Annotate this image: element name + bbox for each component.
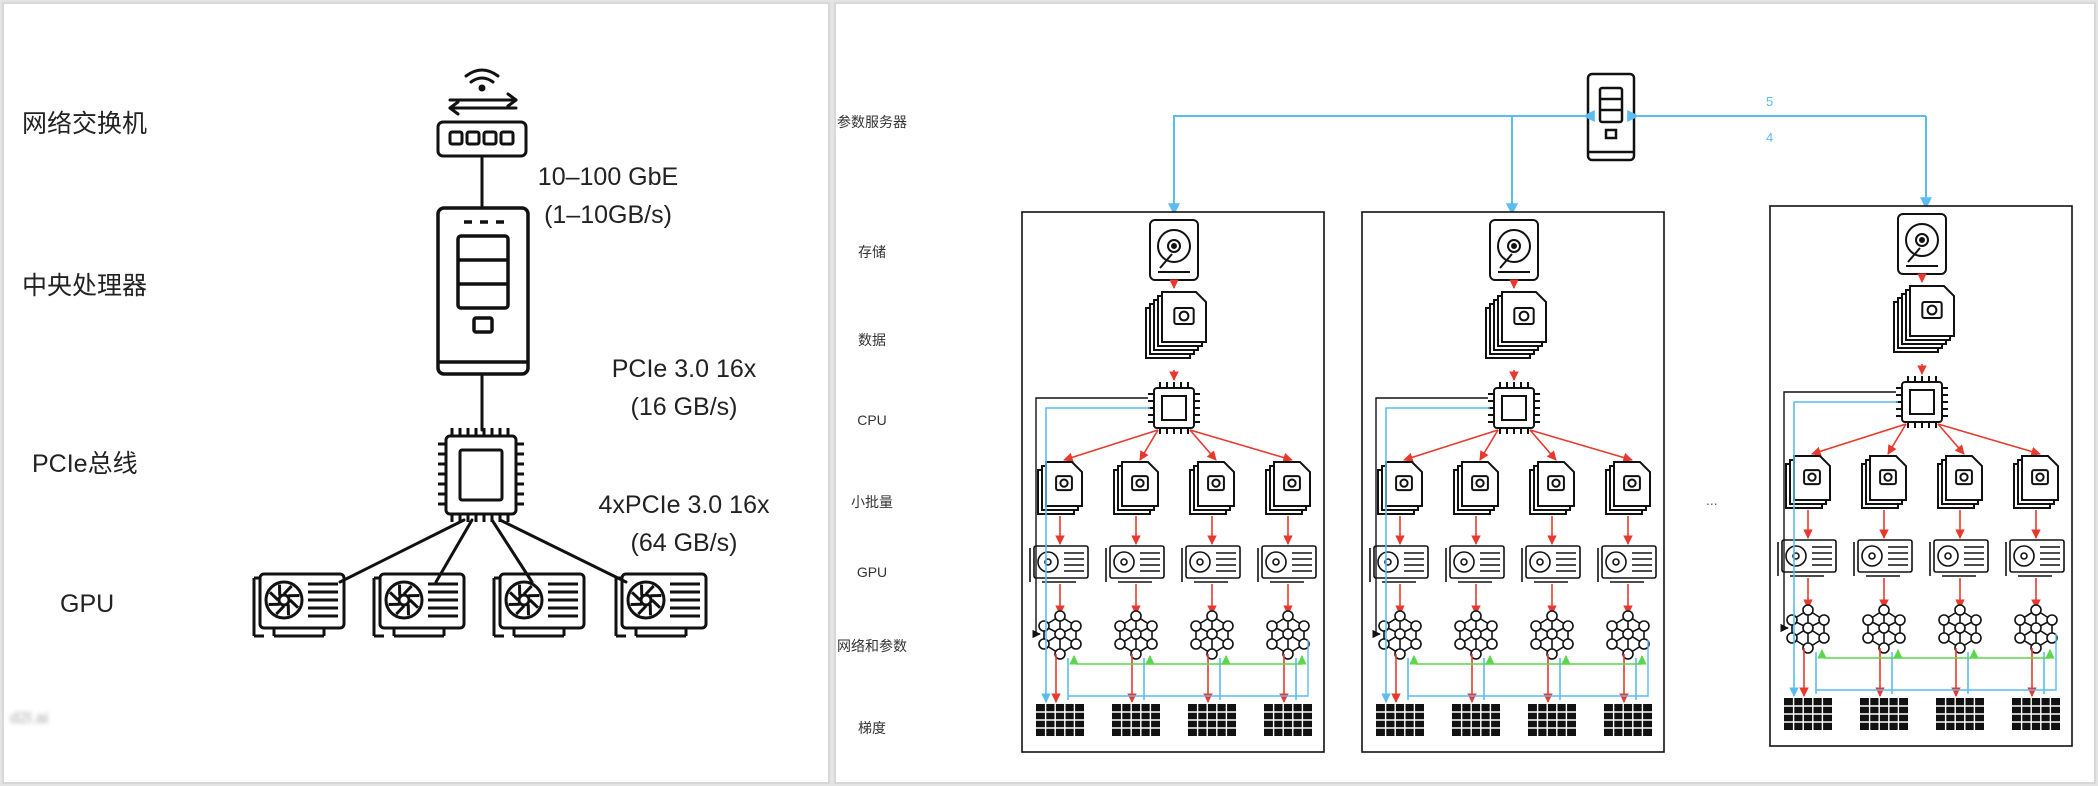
gpu-card-icon (1445, 545, 1505, 583)
neural-network-icon (1530, 610, 1574, 660)
spec-gpu-line1: 4xPCIe 3.0 16x (598, 491, 770, 519)
gradient-grid-icon (1188, 704, 1236, 736)
server-tower-icon (436, 206, 530, 376)
cpu-chip-icon (1488, 382, 1540, 434)
gradient-grid-icon (1604, 704, 1652, 736)
neural-network-icon (1606, 610, 1650, 660)
image-document-stack-icon (1605, 461, 1651, 515)
image-document-stack-icon (1377, 461, 1423, 515)
gpu-card-icon (1257, 545, 1317, 583)
row-label-gradient: 梯度 (858, 720, 886, 736)
image-document-stack-icon (1893, 285, 1955, 353)
worker-node (1021, 211, 1325, 753)
gpu-card-icon (492, 572, 586, 638)
image-document-stack-icon (1485, 291, 1547, 359)
gradient-grid-icon (1936, 698, 1984, 730)
worker-node (1769, 205, 2073, 747)
right-distributed-diagram (1021, 72, 2073, 753)
right-distributed-panel: 参数服务器 存储 数据 CPU 小批量 GPU 网络和参数 梯度 ... 5 4… (834, 2, 2096, 784)
neural-network-icon (1862, 604, 1906, 654)
gpu-card-icon (1929, 539, 1989, 577)
cpu-chip-icon (438, 428, 524, 522)
gpu-card-icon (1777, 539, 1837, 577)
row-label-data: 数据 (858, 332, 886, 348)
image-document-stack-icon (2013, 455, 2059, 509)
gradient-grid-icon (1528, 704, 1576, 736)
gpu-card-icon (1181, 545, 1241, 583)
cpu-chip-icon (1148, 382, 1200, 434)
cpu-chip-icon (1896, 376, 1948, 428)
image-document-stack-icon (1937, 455, 1983, 509)
image-document-stack-icon (1037, 461, 1083, 515)
spec-gpu-line2: (64 GB/s) (630, 529, 738, 557)
ellipsis: ... (1706, 492, 1718, 508)
spec-pcie-line1: PCIe 3.0 16x (611, 355, 757, 383)
gpu-card-icon (1369, 545, 1429, 583)
image-document-stack-icon (1861, 455, 1907, 509)
neural-network-icon (1266, 610, 1310, 660)
hard-disk-icon (1149, 219, 1199, 281)
gradient-grid-icon (1784, 698, 1832, 730)
neural-network-icon (2014, 604, 2058, 654)
left-hardware-panel: 网络交换机 中央处理器 PCIe总线 GPU 10–100 GbE (1–10G… (2, 2, 830, 784)
gpu-card-icon (1853, 539, 1913, 577)
left-hardware-diagram (252, 68, 708, 638)
image-document-stack-icon (1529, 461, 1575, 515)
gpu-card-icon (1105, 545, 1165, 583)
server-tower-icon (1586, 72, 1636, 162)
image-document-stack-icon (1453, 461, 1499, 515)
neural-network-icon (1454, 610, 1498, 660)
worker-node (1361, 211, 1665, 753)
gpu-card-icon (372, 572, 466, 638)
gradient-grid-icon (1376, 704, 1424, 736)
neural-network-icon (1190, 610, 1234, 660)
image-document-stack-icon (1145, 291, 1207, 359)
neural-network-icon (1114, 610, 1158, 660)
gradient-grid-icon (1036, 704, 1084, 736)
row-label-storage: 存储 (858, 244, 886, 260)
image-document-stack-icon (1265, 461, 1311, 515)
row-label-gpu: GPU (856, 564, 888, 580)
label-network-switch: 网络交换机 (22, 110, 148, 138)
label-cpu: 中央处理器 (22, 272, 148, 300)
gpu-card-icon (1521, 545, 1581, 583)
label-gpu: GPU (60, 590, 115, 618)
image-document-stack-icon (1189, 461, 1235, 515)
image-document-stack-icon (1113, 461, 1159, 515)
image-document-stack-icon (1785, 455, 1831, 509)
gpu-card-icon (1029, 545, 1089, 583)
row-label-minibatch: 小批量 (851, 494, 893, 510)
gradient-grid-icon (1264, 704, 1312, 736)
gpu-card-icon (1597, 545, 1657, 583)
spec-pcie-line2: (16 GB/s) (630, 393, 738, 421)
gpu-card-icon (2005, 539, 2065, 577)
gradient-grid-icon (1860, 698, 1908, 730)
row-label-cpu: CPU (857, 412, 887, 428)
label-pcie-bus: PCIe总线 (32, 450, 138, 478)
neural-network-icon (1786, 604, 1830, 654)
spec-network-line2: (1–10GB/s) (544, 201, 672, 229)
neural-network-icon (1938, 604, 1982, 654)
gpu-card-icon (252, 572, 346, 638)
gradient-grid-icon (1452, 704, 1500, 736)
wifi-switch-icon (436, 68, 528, 158)
hard-disk-icon (1897, 213, 1947, 275)
gradient-grid-icon (1112, 704, 1160, 736)
hard-disk-icon (1489, 219, 1539, 281)
gpu-card-icon (614, 572, 708, 638)
row-label-network-params: 网络和参数 (837, 638, 907, 654)
step-number-4: 4 (1766, 130, 1774, 145)
step-number-5: 5 (1766, 94, 1774, 109)
row-label-param-server: 参数服务器 (837, 114, 907, 130)
spec-network-line1: 10–100 GbE (537, 163, 679, 191)
watermark: d2l.ai (10, 710, 49, 727)
gradient-grid-icon (2012, 698, 2060, 730)
